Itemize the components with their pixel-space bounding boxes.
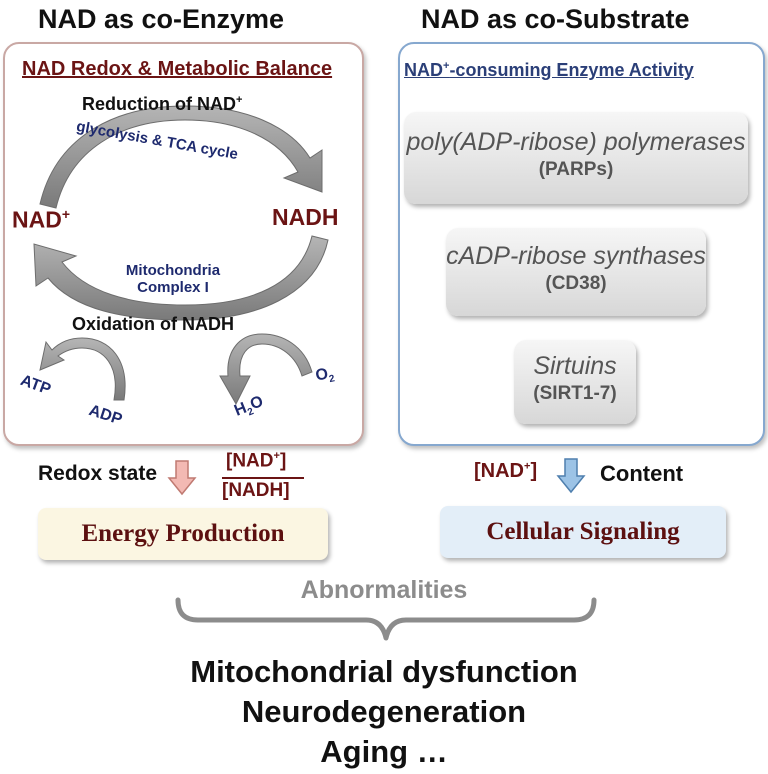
ratio-denominator: [NADH] xyxy=(222,480,290,501)
enzyme-abbr: (PARPs) xyxy=(538,159,614,180)
enzyme-name: Sirtuins xyxy=(533,352,617,380)
reduction-cycle-arrow xyxy=(39,105,323,209)
enzyme-card-cd38: cADP-ribose synthases (CD38) xyxy=(446,228,706,316)
cellular-signaling-box: Cellular Signaling xyxy=(440,506,726,558)
nad-content-label: [NAD+] xyxy=(474,460,538,482)
content-label: Content xyxy=(600,461,684,486)
enzyme-name: poly(ADP-ribose) polymerases xyxy=(406,128,746,156)
nadh-label: NADH xyxy=(272,204,339,230)
energy-production-box: Energy Production xyxy=(38,508,328,560)
right-panel-title: NAD+-consuming Enzyme Activity xyxy=(404,60,694,80)
abnormalities-brace xyxy=(175,597,597,641)
enzyme-name: cADP-ribose synthases xyxy=(446,242,706,270)
reduction-label: Reduction of NAD+ xyxy=(82,94,243,114)
o2-to-h2o-arrow xyxy=(219,333,313,406)
ratio-numerator: [NAD+] xyxy=(226,450,287,472)
redox-state-label: Redox state xyxy=(38,462,158,485)
outcome-mitochondrial-dysfunction: Mitochondrial dysfunction xyxy=(190,654,578,689)
outcome-aging: Aging … xyxy=(320,734,448,769)
oxidation-cycle-arrow xyxy=(33,235,329,321)
enzyme-abbr: (SIRT1-7) xyxy=(533,383,617,404)
adp-to-atp-arrow xyxy=(39,337,126,401)
abnormalities-label: Abnormalities xyxy=(300,576,468,604)
redox-down-arrow-icon xyxy=(167,460,197,496)
content-down-arrow-icon xyxy=(556,458,586,494)
mitochondria-complex-label: Mitochondria Complex I xyxy=(125,262,221,296)
o2-label: O2 xyxy=(314,365,336,386)
oxidation-label: Oxidation of NADH xyxy=(72,314,234,334)
left-panel-title: NAD Redox & Metabolic Balance xyxy=(22,58,333,80)
right-column-title: NAD as co-Substrate xyxy=(421,4,690,34)
enzyme-card-sirtuins: Sirtuins (SIRT1-7) xyxy=(514,340,636,424)
left-column-title: NAD as co-Enzyme xyxy=(38,4,285,34)
enzyme-abbr: (CD38) xyxy=(545,273,607,294)
outcome-neurodegeneration: Neurodegeneration xyxy=(241,694,527,729)
enzyme-card-parps: poly(ADP-ribose) polymerases (PARPs) xyxy=(404,112,748,204)
nad-plus-label: NAD+ xyxy=(12,206,71,233)
